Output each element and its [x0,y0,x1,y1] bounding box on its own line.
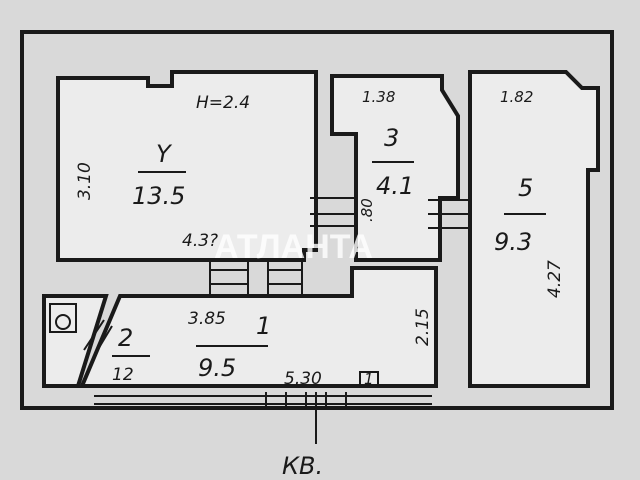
room-4-height: H=2.4 [196,93,250,113]
door-room4 [209,258,303,296]
room-2-outline [42,294,109,388]
room-1-area: 9.5 [198,354,236,382]
toilet-icon [49,303,77,333]
bottom-window [94,392,432,410]
room-5-area: 9.3 [494,228,532,256]
room-1-dim: 3.85 [188,309,226,329]
room-3-area: 4.1 [376,172,414,200]
room-4-outline [56,70,318,262]
room-1-outline [78,266,438,388]
door-room3 [310,197,356,227]
door-room2 [83,319,113,357]
room-3-dim: 1.38 [362,88,395,106]
room-1-length: 5.30 [284,369,322,389]
marker-box [359,371,379,387]
room-4-length: 4.3? [182,231,218,251]
room-3-outline [330,74,460,262]
room-1-number: 1 [256,312,271,340]
outer-wall [20,30,614,410]
room-5-outline [468,70,600,388]
room-3-number: 3 [384,124,399,152]
room-2-area: 12 [112,365,134,385]
room-1-side: 2.15 [413,308,433,346]
room-4-width: 3.10 [75,162,95,200]
door-room5 [428,199,470,229]
room-4-number: Y [156,140,173,168]
entrance-label: КВ. [282,452,323,480]
room-5-number: 5 [518,174,533,202]
marker-label: 1 [364,370,374,388]
room-5-dim: 1.82 [500,88,533,106]
room-3-side: .80 [358,198,376,222]
room-5-side: 4.27 [545,260,565,298]
room-4-area: 13.5 [132,182,185,210]
room-2-number: 2 [118,324,133,352]
watermark: АТЛАНТА [214,228,373,266]
